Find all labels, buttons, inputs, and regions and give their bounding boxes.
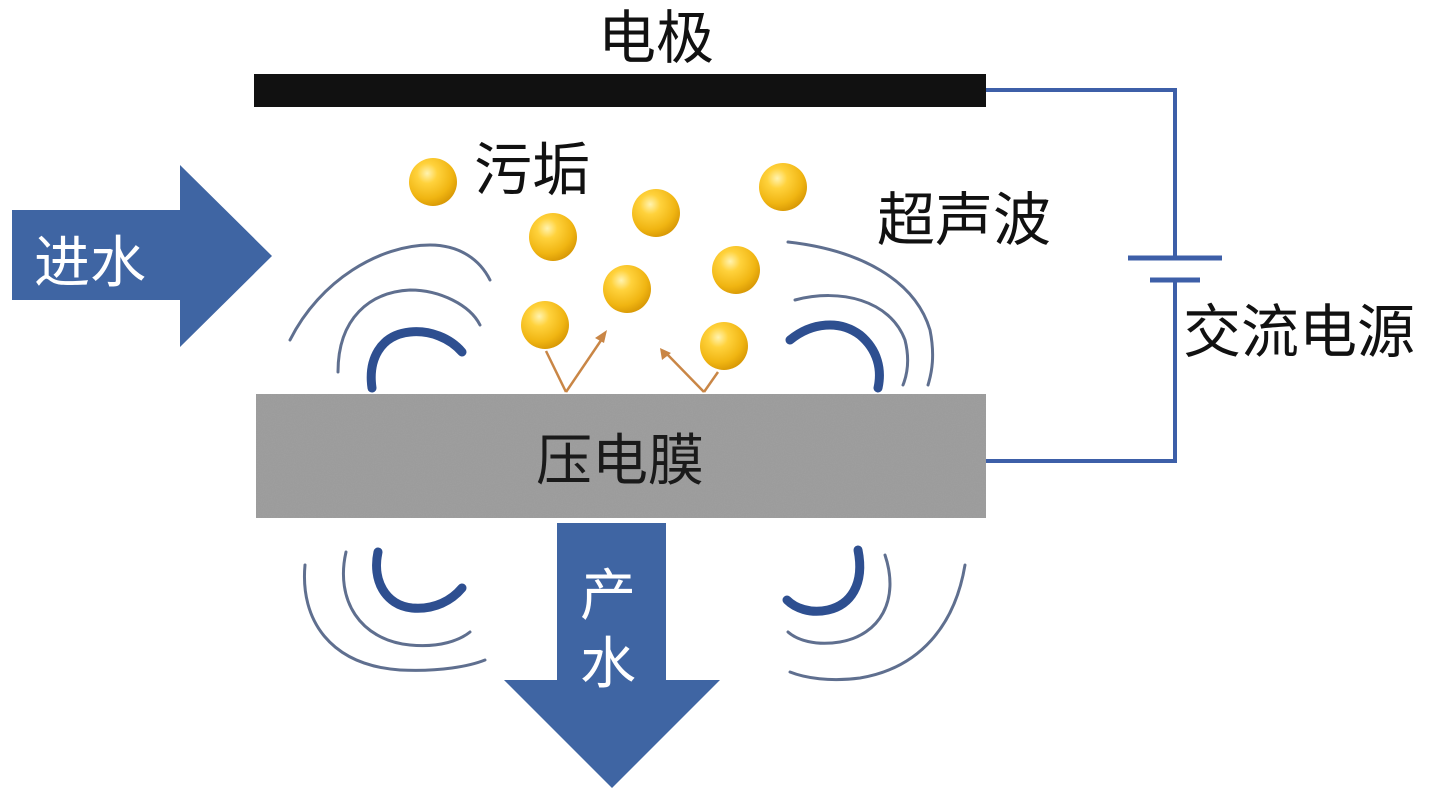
ac-power-label: 交流电源: [1183, 298, 1415, 366]
ac-power-circuit: [986, 88, 1222, 463]
product-water-arrow: 产 水: [504, 523, 720, 788]
product-water-label-line1: 产: [580, 564, 636, 629]
down-arrow-icon: [504, 523, 720, 788]
arrow-head-icon: [595, 330, 607, 343]
foulant-particle: [529, 213, 577, 261]
ultrasound-label: 超声波: [877, 186, 1051, 254]
vibration-arrows: [544, 330, 720, 393]
arrow-head-icon: [660, 348, 671, 360]
electrode-plate: [254, 74, 986, 107]
piezo-membrane: [256, 394, 986, 518]
inlet-water-label: 进水: [34, 231, 146, 296]
piezo-membrane-label: 压电膜: [536, 429, 704, 494]
foulant-particle: [521, 301, 569, 349]
foulant-label: 污垢: [474, 136, 590, 204]
ultrasound-waves-upper-right: [785, 240, 935, 393]
foulant-particle: [632, 189, 680, 237]
foulant-particle: [603, 265, 651, 313]
foulant-particle: [700, 322, 748, 370]
product-water-label-line2: 水: [580, 632, 636, 697]
electrode-label: 电极: [598, 4, 714, 72]
ultrasound-waves-upper-left: [288, 243, 492, 393]
foulant-particle: [759, 163, 807, 211]
ultrasound-waves-lower-right: [782, 545, 967, 682]
foulant-particles: [409, 158, 807, 370]
inlet-water-arrow: 进水: [12, 165, 272, 347]
foulant-particle: [712, 246, 760, 294]
foulant-particle: [409, 158, 457, 206]
ultrasound-waves-lower-left: [302, 547, 487, 672]
right-arrow-icon: [12, 165, 272, 347]
